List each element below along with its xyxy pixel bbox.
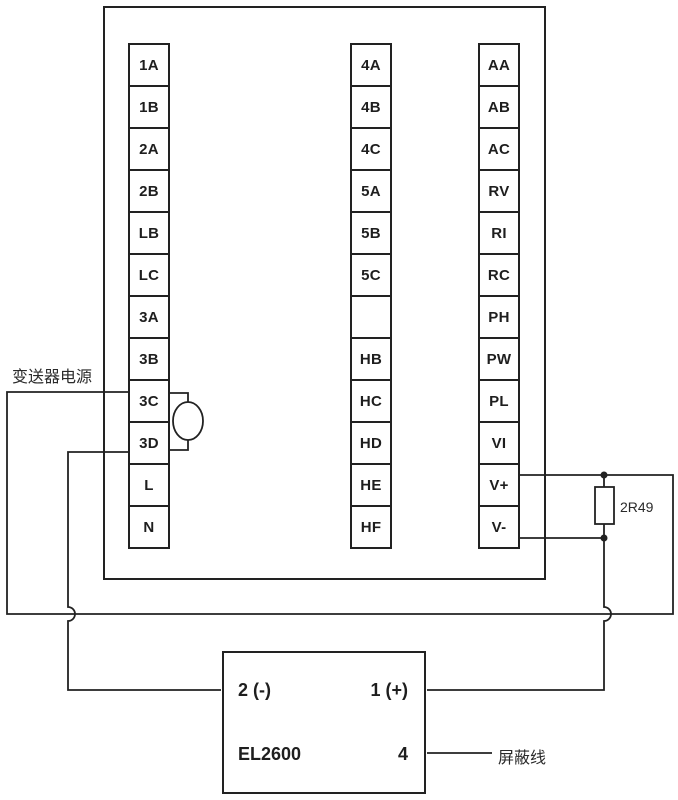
resistor-body bbox=[594, 486, 615, 525]
terminal-2b: 2B bbox=[128, 169, 170, 213]
terminal-2a: 2A bbox=[128, 127, 170, 171]
terminal-5b: 5B bbox=[350, 211, 392, 255]
el2600-terminal-2-neg: 2 (-) bbox=[238, 680, 271, 700]
terminal-3c: 3C bbox=[128, 379, 170, 423]
el2600-module: 2 (-) 1 (+) EL2600 4 bbox=[222, 651, 426, 794]
terminal-rc: RC bbox=[478, 253, 520, 297]
el2600-terminal-4: 4 bbox=[397, 744, 408, 764]
junction-dot-top bbox=[600, 471, 608, 479]
terminal-4b: 4B bbox=[350, 85, 392, 129]
terminal-vplus: V+ bbox=[478, 463, 520, 507]
terminal-3d: 3D bbox=[128, 421, 170, 465]
terminal-4a: 4A bbox=[350, 43, 392, 87]
terminal-lb: LB bbox=[128, 211, 170, 255]
terminal-vminus: V- bbox=[478, 505, 520, 549]
terminal-3a: 3A bbox=[128, 295, 170, 339]
terminal-ph: PH bbox=[478, 295, 520, 339]
terminal-column-1: 1A 1B 2A 2B LB LC 3A 3B 3C 3D L N bbox=[128, 43, 170, 549]
el2600-model-label: EL2600 bbox=[238, 744, 302, 764]
junction-dot-bottom bbox=[600, 534, 608, 542]
terminal-rv: RV bbox=[478, 169, 520, 213]
terminal-5a: 5A bbox=[350, 169, 392, 213]
terminal-3b: 3B bbox=[128, 337, 170, 381]
terminal-column-3: AA AB AC RV RI RC PH PW PL VI V+ V- bbox=[478, 43, 520, 549]
shield-wire-label: 屏蔽线 bbox=[498, 750, 547, 767]
terminal-he: HE bbox=[350, 463, 392, 507]
terminal-l: L bbox=[128, 463, 170, 507]
terminal-pw: PW bbox=[478, 337, 520, 381]
terminal-lc: LC bbox=[128, 253, 170, 297]
terminal-blank-slot bbox=[350, 295, 392, 339]
terminal-4c: 4C bbox=[350, 127, 392, 171]
terminal-hd: HD bbox=[350, 421, 392, 465]
transmitter-power-label: 变送器电源 bbox=[12, 369, 93, 386]
terminal-hb: HB bbox=[350, 337, 392, 381]
terminal-column-2: 4A 4B 4C 5A 5B 5C HB HC HD HE HF bbox=[350, 43, 392, 549]
terminal-ri: RI bbox=[478, 211, 520, 255]
terminal-pl: PL bbox=[478, 379, 520, 423]
terminal-hf: HF bbox=[350, 505, 392, 549]
terminal-vi: VI bbox=[478, 421, 520, 465]
terminal-1b: 1B bbox=[128, 85, 170, 129]
resistor-value-label: 2R49 bbox=[620, 499, 654, 515]
terminal-ab: AB bbox=[478, 85, 520, 129]
el2600-terminal-1-pos: 1 (+) bbox=[370, 680, 408, 700]
terminal-n: N bbox=[128, 505, 170, 549]
terminal-1a: 1A bbox=[128, 43, 170, 87]
terminal-aa: AA bbox=[478, 43, 520, 87]
terminal-5c: 5C bbox=[350, 253, 392, 297]
terminal-hc: HC bbox=[350, 379, 392, 423]
terminal-ac: AC bbox=[478, 127, 520, 171]
